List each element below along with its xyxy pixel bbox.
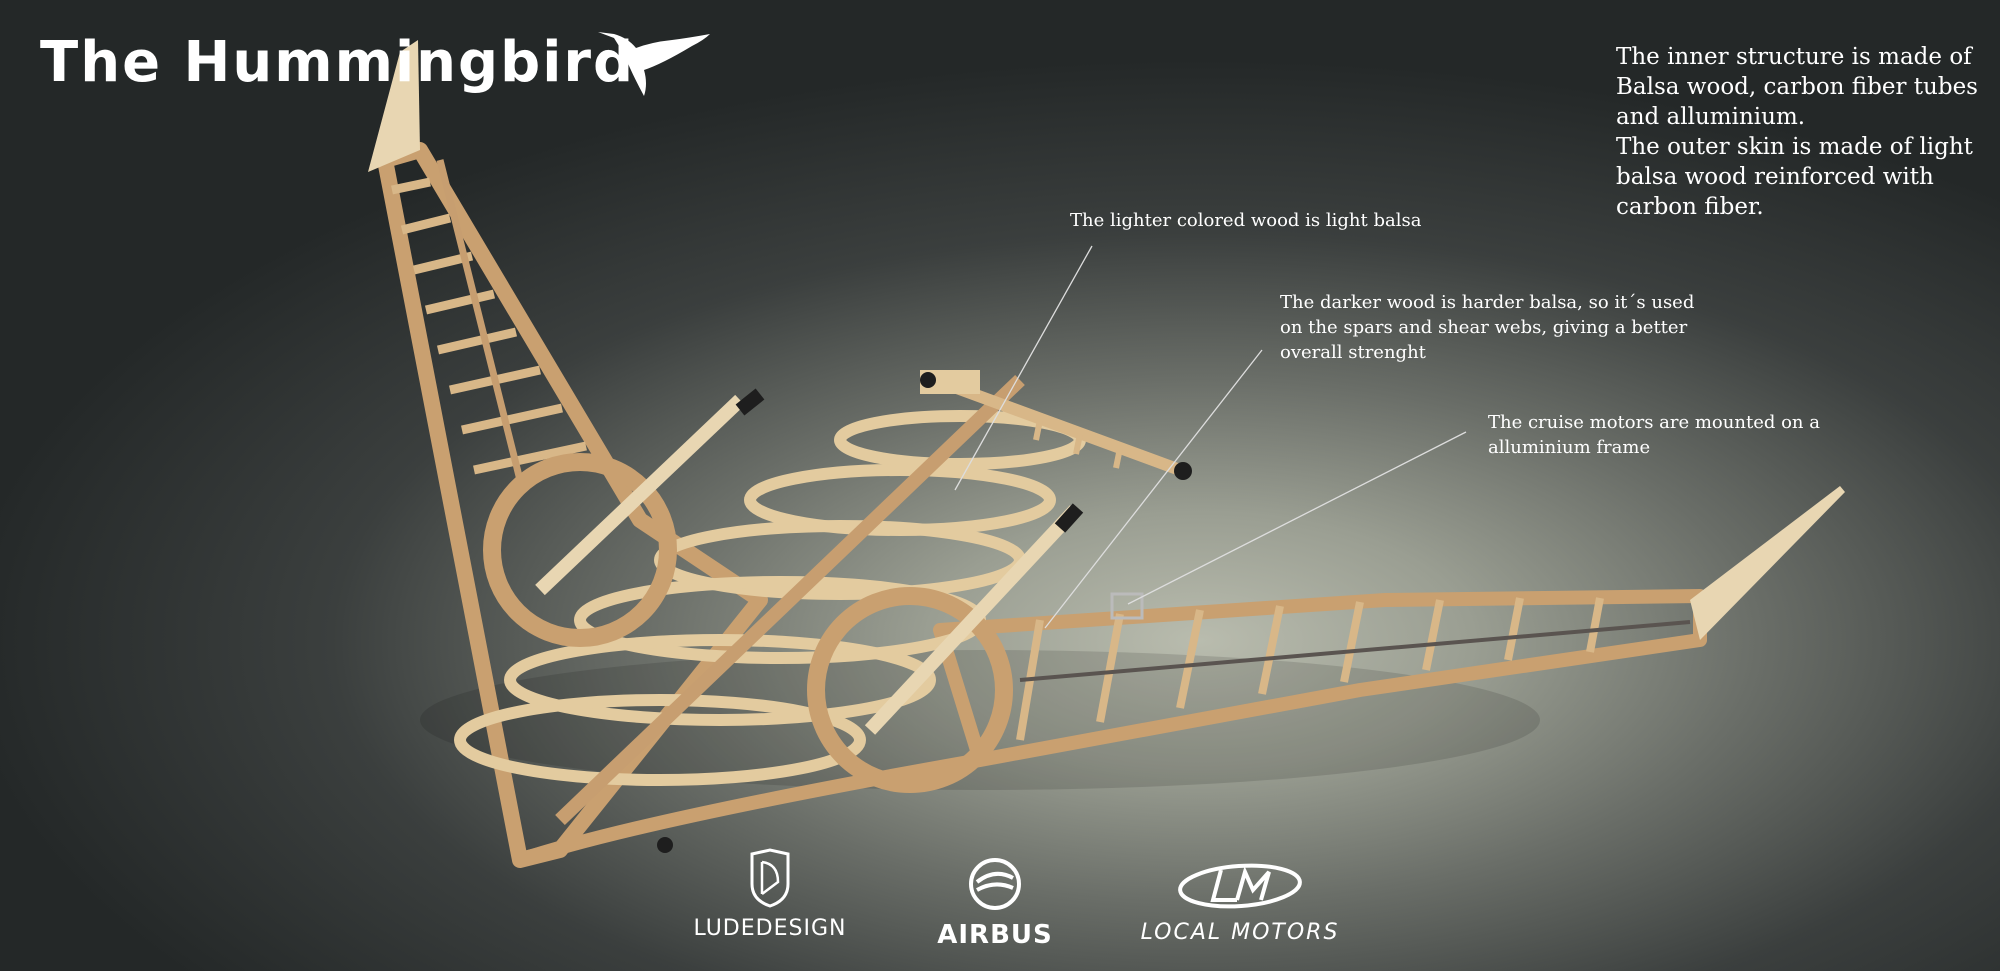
lude-design-logo: LUDEDESIGN	[690, 848, 850, 941]
harp-shield-icon	[750, 848, 790, 908]
lm-oval-icon	[1178, 863, 1302, 909]
page-title: The Hummingbird	[40, 30, 636, 95]
airbus-swirl-icon	[969, 858, 1021, 910]
lude-design-label: LUDEDESIGN	[693, 916, 847, 941]
right-fan-ring	[807, 587, 1013, 793]
left-fan-ring	[483, 453, 677, 647]
structure-description-outer: The outer skin is made of light balsa wo…	[1616, 134, 1973, 220]
left-winglet	[368, 40, 420, 172]
hummingbird-icon	[598, 32, 710, 96]
local-motors-logo: LOCAL MOTORS	[1140, 860, 1340, 945]
airbus-logo: AIRBUS	[930, 856, 1060, 950]
right-winglet	[1690, 486, 1845, 640]
structure-description: The inner structure is made of Balsa woo…	[1616, 42, 1996, 222]
airbus-label: AIRBUS	[937, 920, 1053, 950]
callout-dark-wood: The darker wood is harder balsa, so it´s…	[1280, 292, 1695, 363]
callout-motors: The cruise motors are mounted on a allum…	[1488, 412, 1820, 458]
local-motors-label: LOCAL MOTORS	[1140, 920, 1340, 945]
structure-description-inner: The inner structure is made of Balsa woo…	[1616, 44, 1978, 130]
callout-light-wood: The lighter colored wood is light balsa	[1070, 210, 1422, 231]
